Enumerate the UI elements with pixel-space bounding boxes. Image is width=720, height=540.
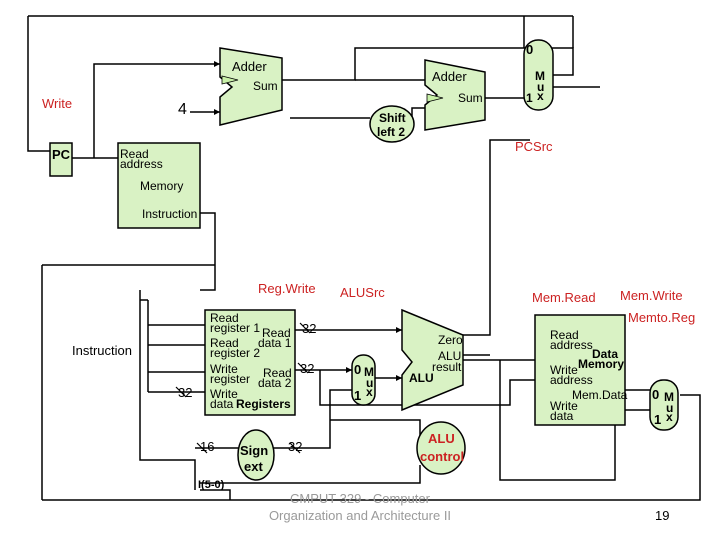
write-register-label: Write [210,362,238,376]
pc-mux [523,39,554,111]
memtoreg-signal-label: Memto.Reg [628,310,696,325]
write-signal-label: Write [42,96,73,111]
imem-address-label: address [120,157,163,171]
write-data-label-2: data [210,397,234,411]
adder-left-label: Adder [232,59,267,74]
memtoreg-mux-1: 1 [654,412,662,427]
register-file [204,309,296,416]
pc-mux-m: M [535,69,545,83]
memtoreg-mux-u: u [666,401,674,415]
alu-control-label: ALU [428,431,455,446]
constant-four-label: 4 [178,101,187,118]
alu-unit [401,308,464,412]
memtoreg-mux-x: x [666,410,673,424]
regwrite-signal-label: Reg.Write [258,281,316,296]
alu-mux [351,354,376,406]
alu-mux-x: x [366,385,373,399]
shift-left-label: Shift [379,111,406,125]
read-register-1-label: Read [210,311,239,325]
footer-subtitle: Organization and Architecture II [268,508,452,523]
dmem-write-data-label-2: data [550,409,574,423]
memtoreg-mux-m: M [664,390,674,404]
pc-register [49,142,73,177]
dmem-memory-label: Memory [578,357,625,371]
dmem-write-address-label-2: address [550,373,593,387]
bus-width-32-b: 32 [300,361,315,376]
imem-read-label: Read [120,147,149,161]
bus-width-32-d: 32 [288,439,303,454]
alu-result-label-2: result [432,360,462,374]
funct-field-label: I(5-0) [198,479,225,491]
read-register-2-label-2: register 2 [210,346,261,360]
read-data-1-label-2: data 1 [258,336,292,350]
sign-extend-label: Sign [240,443,269,458]
sign-extend-unit [237,429,275,481]
shift-left-label-2: left 2 [377,125,406,139]
adder-right [424,59,486,131]
adder-right-label: Adder [432,69,467,84]
memread-signal-label: Mem.Read [532,290,596,305]
imem-memory-label: Memory [140,179,184,193]
pc-mux-1: 1 [526,91,533,105]
instruction-input-label: Instruction [72,343,132,358]
alu-mux-u: u [366,376,374,390]
alu-mux-m: M [364,365,374,379]
memtoreg-mux-0: 0 [652,387,660,402]
read-data-1-label: Read [262,326,291,340]
pc-mux-0: 0 [526,42,534,57]
dmem-data-label: Data [592,347,619,361]
shift-left-unit [369,105,415,143]
dmem-memdata-label: Mem.Data [572,388,628,402]
alu-mux-0: 0 [354,362,362,377]
read-data-2-label-2: data 2 [258,376,292,390]
bus-width-32-a: 32 [302,321,317,336]
instruction-memory [117,142,201,229]
registers-label: Registers [236,397,291,411]
alu-control-label-2: control [420,449,465,464]
pc-label: PC [52,147,71,162]
dmem-write-address-label: Write [550,363,578,377]
imem-instruction-label: Instruction [142,207,198,221]
alu-mux-1: 1 [354,388,362,403]
alu-result-label: ALU [438,349,462,363]
adder-right-sum-label: Sum [458,91,483,105]
read-register-2-label: Read [210,336,239,350]
alu-control-unit [416,421,466,475]
pc-mux-u: u [537,80,545,94]
alu-zero-label: Zero [438,333,463,347]
pc-mux-x: x [537,89,544,103]
alusrc-signal-label: ALUSrc [340,285,385,300]
memtoreg-mux [649,379,679,431]
bus-width-32-c: 32 [178,385,193,400]
read-register-1-label-2: register 1 [210,321,261,335]
footer-title: CMPUT 329 - Computer [290,491,430,506]
write-data-label: Write [210,387,238,401]
memwrite-signal-label: Mem.Write [620,288,683,303]
read-data-2-label: Read [263,366,292,380]
data-memory [534,314,626,426]
adder-left-sum-label: Sum [253,79,278,93]
dmem-write-data-label: Write [550,399,578,413]
sign-extend-label-2: ext [244,459,263,474]
page-number: 19 [655,508,670,523]
bus-width-16: 16 [200,439,215,454]
dmem-address-label: address [550,338,593,352]
write-register-label-2: register [210,372,251,386]
dmem-read-label: Read [550,328,579,342]
alu-label: ALU [409,371,434,385]
pcsrc-signal-label: PCSrc [515,139,553,154]
